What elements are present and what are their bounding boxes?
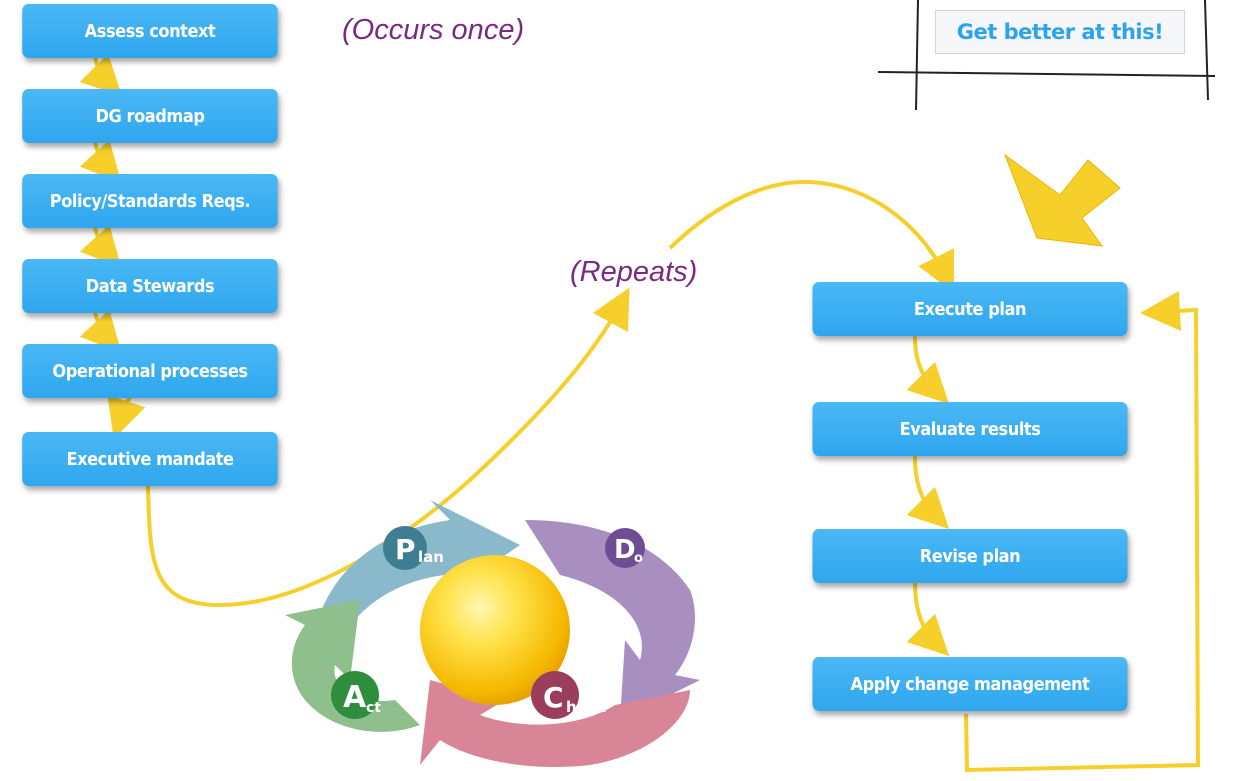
act-arc (285, 600, 420, 732)
connector-8 (906, 581, 950, 657)
note-occurs-once: (Occurs once) (342, 14, 525, 46)
pdca-wheel: P lan D o A ct C heck (285, 500, 700, 768)
do-arc (525, 520, 700, 720)
repeat-connector-arc (668, 179, 954, 293)
step-label: Operational processes (52, 360, 248, 382)
step-label: Apply change management (850, 673, 1090, 695)
connector-2 (79, 139, 122, 183)
check-rest: heck (566, 698, 607, 716)
step-label: DG roadmap (95, 105, 205, 127)
feedback-loop (964, 290, 1201, 773)
do-rest: o (634, 551, 643, 566)
step-dg-roadmap: DG roadmap (22, 89, 278, 143)
connector-6 (906, 336, 950, 405)
plan-rest: lan (418, 548, 444, 566)
step-apply-change-management: Apply change management (812, 657, 1128, 711)
note-repeats: (Repeats) (570, 256, 698, 288)
pdca-sphere (420, 555, 570, 705)
connector-7 (906, 456, 950, 530)
check-cap: C (543, 681, 564, 714)
get-better-sign: Get better at this! (935, 10, 1185, 54)
big-arrow-icon (1003, 153, 1121, 247)
plan-cap: P (395, 533, 416, 566)
step-label: Evaluate results (899, 418, 1041, 440)
step-policy-standards: Policy/Standards Reqs. (22, 174, 278, 228)
connector-5 (107, 394, 146, 439)
sign-post-left (915, 0, 919, 111)
do-cap: D (614, 535, 636, 565)
connector-4 (79, 309, 122, 353)
plan-arc (315, 500, 520, 635)
step-label: Data Stewards (85, 275, 215, 297)
connector-3 (79, 224, 122, 268)
step-operational-processes: Operational processes (22, 344, 278, 398)
step-label: Assess context (84, 20, 216, 42)
step-executive-mandate: Executive mandate (22, 432, 278, 486)
repeat-connector (146, 287, 630, 608)
step-revise-plan: Revise plan (812, 529, 1128, 583)
step-label: Execute plan (913, 298, 1027, 320)
sign-post-right (1204, 0, 1209, 101)
step-assess-context: Assess context (22, 4, 278, 58)
step-data-stewards: Data Stewards (22, 259, 278, 313)
act-rest: ct (366, 700, 381, 716)
act-cap: A (343, 680, 367, 715)
step-execute-plan: Execute plan (812, 282, 1128, 336)
connector-1 (79, 53, 123, 97)
step-label: Executive mandate (66, 448, 234, 470)
sign-bottom-edge (877, 71, 1216, 77)
step-evaluate-results: Evaluate results (812, 402, 1128, 456)
step-label: Revise plan (919, 545, 1021, 567)
step-label: Policy/Standards Reqs. (49, 190, 251, 212)
